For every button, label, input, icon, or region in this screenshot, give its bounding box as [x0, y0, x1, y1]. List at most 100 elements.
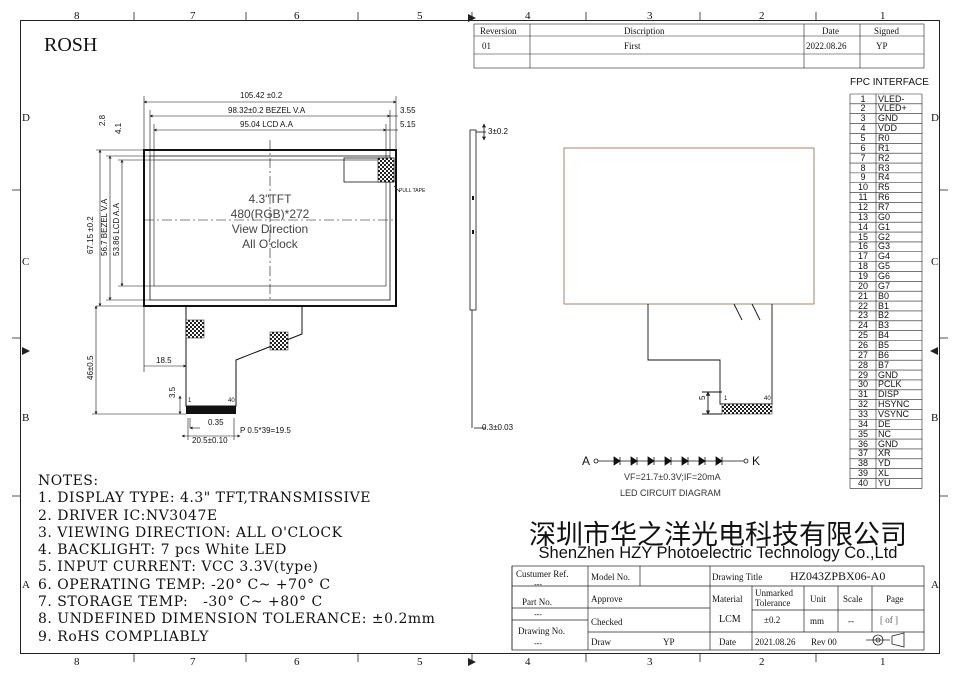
fpc-pin-signal: B2: [878, 310, 890, 321]
fpc-pin-signal: B7: [878, 359, 890, 370]
drawing-title-label: Drawing Title: [712, 572, 763, 582]
back-pin-40-label: 40: [764, 396, 771, 402]
pull-tape-label: PULL TAPE: [399, 188, 426, 194]
fpc-pin-number: 12: [857, 201, 868, 212]
note-item: 1. DISPLAY TYPE: 4.3" TFT,TRANSMISSIVE: [38, 490, 371, 507]
scale-value: --: [848, 616, 854, 626]
page-label: Page: [886, 594, 904, 604]
company-logo-text: ROSH: [44, 34, 98, 56]
fpc-pin-number: 16: [857, 241, 868, 252]
fpc-pin-number: 26: [857, 340, 868, 350]
fpc-pin-signal: HSYNC: [878, 399, 910, 410]
front-view-dimensions: [92, 96, 398, 440]
back-pin-1-label: 1: [724, 396, 728, 402]
dim-41: 4.1: [114, 122, 123, 134]
fpc-pin-signal: YU: [878, 478, 891, 489]
revision-header-discription: Discription: [624, 26, 665, 36]
fpc-pin-number: 38: [857, 458, 868, 469]
led-diagram-title: LED CIRCUIT DIAGRAM: [620, 488, 721, 498]
revision-value: Rev 00: [811, 637, 837, 647]
fpc-pin-signal: B6: [878, 349, 890, 360]
centering-arrows: [22, 14, 938, 666]
fpc-pin-number: 9: [860, 172, 866, 183]
drawing-no-label: Drawing No.: [518, 626, 565, 636]
date-label: Date: [719, 637, 736, 647]
fpc-pin-signal: VSYNC: [878, 409, 910, 420]
fpc-pin-number: 7: [860, 152, 866, 163]
fpc-pin-number: 15: [857, 231, 868, 242]
fpc-pin-signal: DISP: [878, 389, 900, 400]
dim-bezel-height: 56.7 BEZEL V.A: [100, 198, 109, 256]
page-value: [ of ]: [880, 615, 898, 625]
unmarked-label: Unmarked: [755, 588, 793, 598]
customer-ref-value: ---: [534, 580, 542, 589]
fpc-pin-number: 35: [857, 428, 868, 439]
company-name-en: ShenZhen HZY Photoelectric Technology Co…: [538, 544, 898, 562]
dim-515: 5.15: [400, 120, 416, 129]
fpc-pin-number: 40: [857, 478, 868, 489]
led-spec: VF=21.7±0.3V;IF=20mA: [624, 472, 721, 482]
fpc-pin-signal: R4: [878, 172, 890, 183]
side-view: [469, 123, 486, 429]
note-item: 2. DRIVER IC:NV3047E: [38, 507, 218, 524]
drawing-frame: [20, 20, 940, 654]
led-cathode-label: K: [752, 454, 761, 468]
note-item: 3. VIEWING DIRECTION: ALL O'CLOCK: [38, 524, 343, 541]
fpc-pin-signal: GND: [878, 369, 898, 380]
dim-5: 5: [698, 395, 707, 400]
fpc-pin-signal: G5: [878, 261, 891, 272]
fpc-pin-signal: G1: [878, 221, 891, 232]
zone-number: 2: [759, 10, 765, 22]
revision-cell: 2022.08.26: [806, 41, 847, 51]
tolerance-value: ±0.2: [764, 615, 781, 625]
fpc-pin-number: 6: [860, 142, 866, 153]
revision-table-grid: [473, 23, 925, 69]
title-block-grid: [511, 565, 925, 651]
revision-header-signed: Signed: [874, 26, 900, 36]
fpc-pin-signal: B3: [878, 320, 890, 331]
drawing-title-value: HZ043ZPBX06-A0: [790, 569, 886, 583]
approve-label: Approve: [591, 594, 623, 604]
fpc-pin-number: 24: [857, 320, 868, 331]
fpc-pin-signal: G4: [878, 251, 891, 262]
panel-center-text: 4.3"TFT 480(RGB)*272 View Direction All …: [200, 192, 340, 252]
fpc-pin-signal: NC: [878, 428, 891, 439]
tolerance-label: Tolerance: [755, 598, 791, 608]
fpc-pin-signal: VDD: [878, 123, 898, 134]
fpc-pin-signal: G0: [878, 211, 891, 222]
dim-35: 3.5: [168, 386, 177, 398]
fpc-pin-number: 27: [857, 349, 868, 360]
dim-thickness: 3±0.2: [488, 127, 508, 136]
fpc-pin-number: 5: [860, 132, 866, 143]
dim-205: 20.5±0.10: [192, 436, 228, 445]
zone-number: 1: [880, 656, 886, 668]
back-fpc-hatch: [721, 403, 773, 415]
notes-title: NOTES:: [38, 473, 99, 489]
fpc-stiffener-hatch: [185, 319, 205, 339]
fpc-pin-signal: B1: [878, 300, 890, 311]
dim-355: 3.55: [400, 106, 416, 115]
zone-ticks: [12, 12, 948, 662]
fpc-pin-1-label: 1: [188, 398, 192, 404]
part-no-value: ---: [534, 610, 542, 619]
fpc-pin-signal: GND: [878, 438, 898, 449]
dim-035: 0.35: [208, 418, 224, 427]
fpc-pin-signal: VLED+: [878, 103, 907, 114]
fpc-pin-number: 2: [860, 103, 866, 114]
fpc-pin-signal: R3: [878, 162, 890, 173]
front-view-fpc: [185, 306, 303, 407]
zone-number: 1: [880, 10, 886, 22]
fpc-pin-number: 31: [857, 389, 868, 400]
customer-ref-label: Custumer Ref.: [516, 569, 569, 579]
dim-bezel-width: 98.32±0.2 BEZEL V.A: [228, 106, 306, 115]
back-view: [563, 147, 815, 415]
fpc-pin-signal: R1: [878, 142, 890, 153]
revision-header-reversion: Reversion: [480, 26, 517, 36]
fpc-pin-number: 14: [857, 221, 868, 232]
fpc-pin-signal: R5: [878, 182, 890, 193]
projection-symbol: [866, 632, 905, 648]
zone-letter: D: [931, 112, 939, 124]
panel-view-direction-value: All O'clock: [242, 237, 298, 251]
fpc-pin-number: 25: [857, 330, 868, 341]
fpc-pin-signal: XR: [878, 448, 891, 459]
